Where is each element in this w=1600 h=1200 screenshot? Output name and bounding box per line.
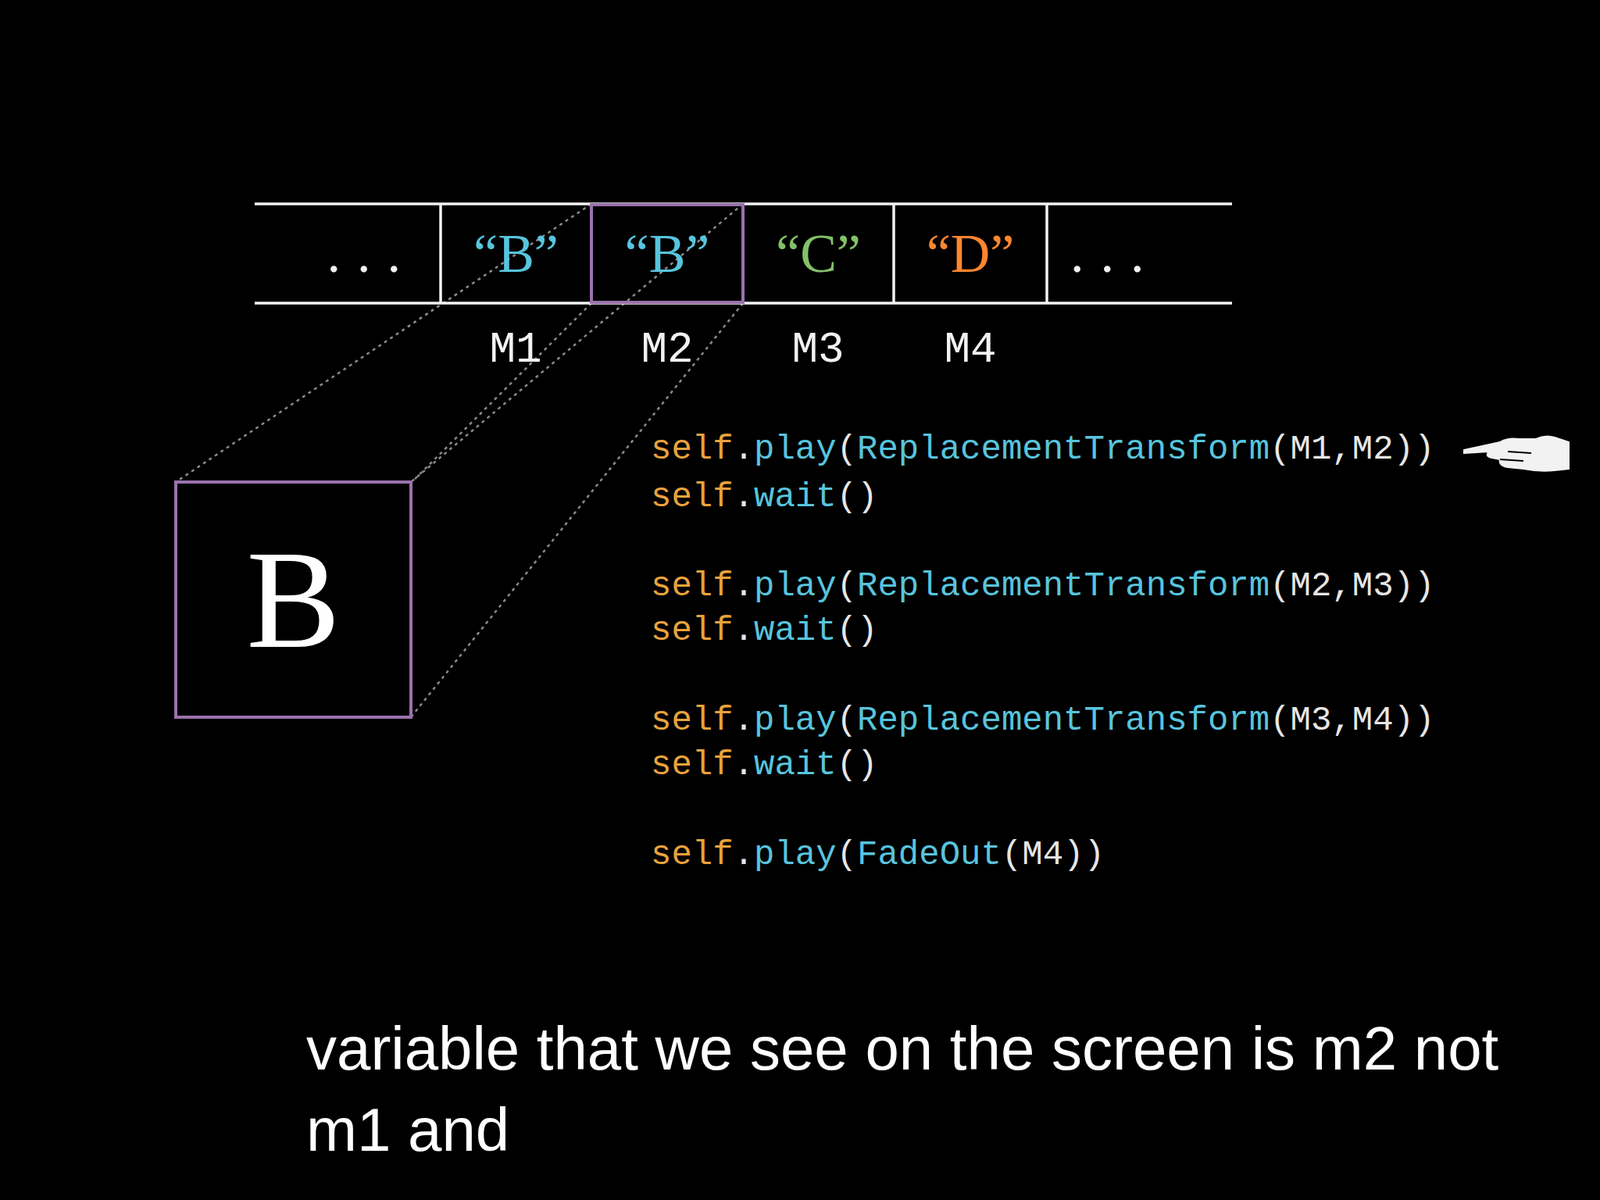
zoom-box: B bbox=[177, 483, 410, 716]
code-line: self.play(ReplacementTransform(M1,M2)) bbox=[650, 425, 1435, 473]
zoom-box bbox=[175, 482, 411, 718]
memory-cell: “D” bbox=[893, 205, 1047, 302]
zoom-line bbox=[175, 303, 592, 718]
cell-divider bbox=[439, 203, 443, 304]
zoom-line bbox=[410, 303, 743, 718]
zoom-line bbox=[175, 203, 592, 483]
code-token: (M3,M4)) bbox=[1269, 700, 1435, 740]
cell-text: “C” bbox=[775, 226, 861, 282]
code-token: ReplacementTransform bbox=[857, 429, 1270, 469]
code-token: play bbox=[753, 835, 837, 875]
code-token: self bbox=[650, 610, 734, 650]
zoom-lines bbox=[175, 203, 743, 718]
code-token: FadeOut bbox=[857, 835, 1002, 875]
code-line: self.play(ReplacementTransform(M3,M4)) bbox=[650, 696, 1435, 744]
cell-text: B bbox=[246, 529, 340, 671]
code-line: self.wait() bbox=[650, 473, 878, 521]
memory-label: M3 bbox=[791, 328, 844, 372]
code-token: ( bbox=[836, 429, 858, 469]
highlight-box bbox=[591, 204, 743, 303]
cell-text: “D” bbox=[926, 226, 1015, 282]
memory-label: M1 bbox=[489, 328, 542, 372]
cell-divider bbox=[1045, 203, 1049, 304]
code-token: . bbox=[733, 610, 754, 650]
code-token: . bbox=[733, 745, 754, 785]
code-token: (M4)) bbox=[1001, 835, 1105, 875]
code-token: . bbox=[733, 835, 754, 875]
code-token: wait bbox=[753, 610, 837, 650]
memory-cell: ... bbox=[1046, 205, 1233, 302]
code-token: () bbox=[836, 477, 879, 517]
code-token: ( bbox=[836, 835, 858, 875]
hand-fingers bbox=[1500, 451, 1532, 461]
code-token: . bbox=[733, 429, 754, 469]
memory-cell: “B” bbox=[440, 205, 592, 302]
cell-text: ... bbox=[1070, 226, 1161, 282]
code-token: ( bbox=[836, 700, 858, 740]
code-token: ReplacementTransform bbox=[857, 700, 1270, 740]
code-token: self bbox=[650, 745, 734, 785]
cell-text: “B” bbox=[625, 226, 711, 282]
pointing-hand bbox=[1464, 435, 1569, 471]
code-token: play bbox=[753, 429, 837, 469]
code-token: self bbox=[650, 700, 734, 740]
memory-cell: ... bbox=[254, 205, 441, 302]
code-line: self.wait() bbox=[650, 741, 878, 789]
code-line: self.wait() bbox=[650, 607, 878, 654]
code-token: self bbox=[650, 477, 734, 517]
code-line: self.play(ReplacementTransform(M2,M3)) bbox=[650, 562, 1435, 610]
code-token: (M1,M2)) bbox=[1269, 429, 1435, 469]
memory-label: M4 bbox=[943, 328, 997, 372]
code-token: play bbox=[753, 566, 837, 606]
memory-strip bbox=[254, 203, 1233, 304]
code-line: self.play(FadeOut(M4)) bbox=[650, 831, 1105, 879]
cell-divider bbox=[892, 203, 896, 304]
code-token: () bbox=[836, 610, 879, 650]
code-token: () bbox=[836, 745, 879, 785]
code-token: self bbox=[650, 566, 734, 606]
code-token: . bbox=[733, 700, 754, 740]
code-token: ( bbox=[836, 566, 858, 606]
code-token: . bbox=[733, 566, 754, 606]
memory-cell: “B” bbox=[591, 205, 743, 302]
code-token: self bbox=[650, 429, 734, 469]
memory-label: M2 bbox=[640, 328, 693, 372]
code-token: (M2,M3)) bbox=[1269, 566, 1435, 606]
code-token: wait bbox=[753, 477, 837, 517]
code-token: play bbox=[753, 700, 837, 740]
hand-shape bbox=[1464, 435, 1569, 471]
code-token: ReplacementTransform bbox=[857, 566, 1270, 606]
code-token: self bbox=[650, 835, 734, 875]
code-token: . bbox=[733, 477, 754, 517]
code-token: wait bbox=[753, 745, 837, 785]
subtitle-caption: variable that we see on the screen is m2… bbox=[306, 1007, 1588, 1171]
cell-text: “B” bbox=[473, 226, 559, 282]
memory-cell: “C” bbox=[742, 205, 894, 302]
cell-text: ... bbox=[327, 226, 418, 282]
zoom-line bbox=[410, 203, 743, 483]
